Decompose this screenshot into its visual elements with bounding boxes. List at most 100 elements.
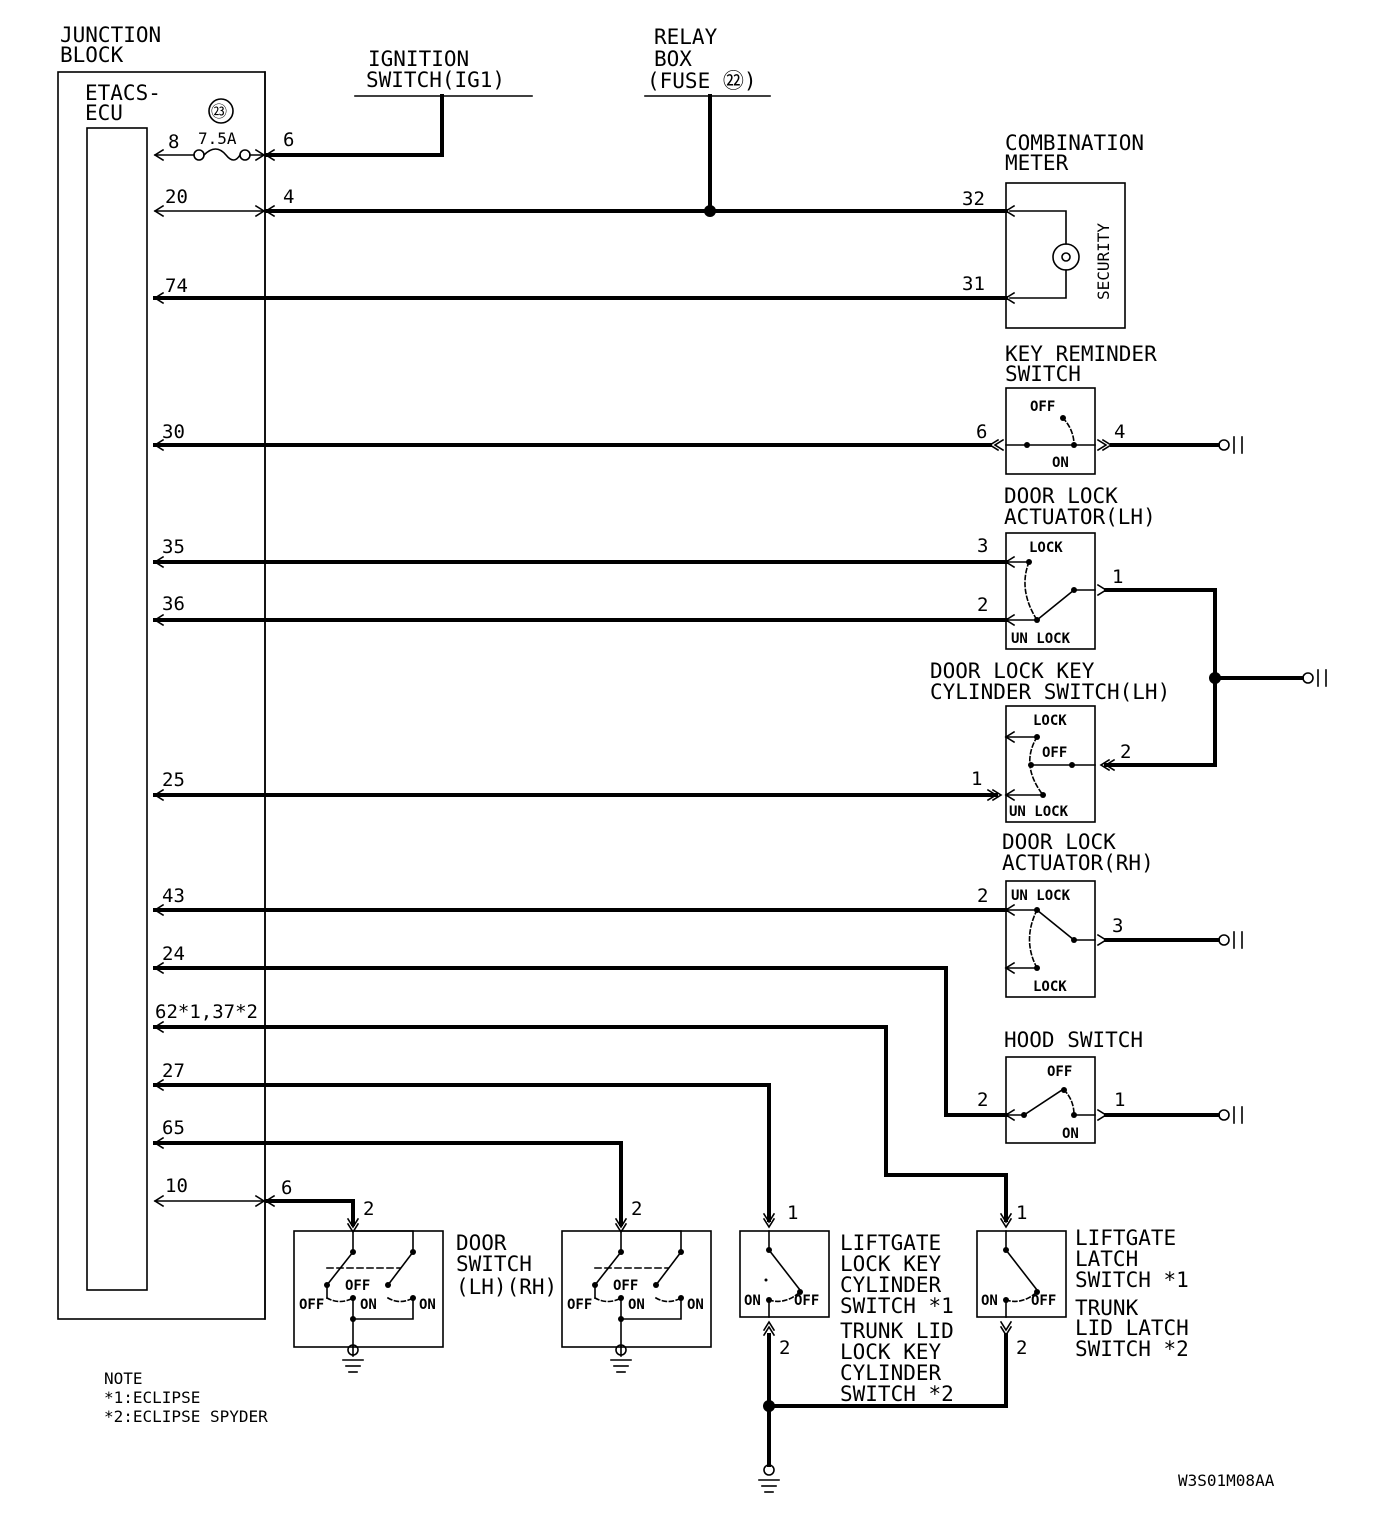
act-lh-pin-3: 3 xyxy=(977,535,988,557)
ignition-label-2: SWITCH(IG1) xyxy=(366,68,505,92)
ecu-pin-36: 36 xyxy=(162,593,185,615)
ecu-pin-27: 27 xyxy=(162,1060,185,1082)
door-sw-lh-on-1: ON xyxy=(360,1297,377,1313)
cyl-lh-lock: LOCK xyxy=(1033,713,1067,729)
door-lock-key-cylinder-lh: DOOR LOCK KEY CYLINDER SWITCH(LH) LOCK O… xyxy=(930,659,1170,823)
act-lh-label-1: DOOR LOCK xyxy=(1004,484,1118,508)
etacs-ecu-body xyxy=(86,127,148,1291)
act-lh-lock: LOCK xyxy=(1029,540,1063,556)
ecu-pin-10: 10 xyxy=(165,1175,188,1197)
cyl-lh-pin-2: 2 xyxy=(1120,741,1131,763)
key-reminder-on: ON xyxy=(1052,455,1069,471)
act-lh-pin-1: 1 xyxy=(1112,566,1123,588)
door-switch-lh: 2 OFF OFF ON ON xyxy=(293,1198,444,1373)
liftgate-key-off: OFF xyxy=(794,1293,819,1309)
fuse-element xyxy=(202,148,242,161)
ecu-pin-24: 24 xyxy=(162,943,185,965)
key-reminder-label-1: KEY REMINDER xyxy=(1005,342,1157,366)
door-sw-rh-on-2: ON xyxy=(687,1297,704,1313)
lkc-label-1: LIFTGATE xyxy=(840,1231,941,1255)
act-rh-unlock: UN LOCK xyxy=(1011,888,1071,904)
hood-pin-1: 1 xyxy=(1114,1089,1125,1111)
combination-meter: COMBINATION METER SECURITY 32 31 xyxy=(962,131,1144,329)
note-title: NOTE xyxy=(104,1369,143,1388)
note: NOTE *1:ECLIPSE *2:ECLIPSE SPYDER xyxy=(104,1369,268,1426)
junction-block-label-1: JUNCTION xyxy=(60,23,161,47)
act-rh-label-2: ACTUATOR(RH) xyxy=(1002,851,1154,875)
liftgate-key-cylinder-label: LIFTGATE LOCK KEY CYLINDER SWITCH *1 TRU… xyxy=(840,1231,954,1406)
door-sw-lh-off-2: OFF xyxy=(345,1278,370,1294)
door-switch-rh: 2 OFF OFF ON ON xyxy=(561,1198,712,1373)
ignition-label-1: IGNITION xyxy=(368,47,469,71)
liftgate-key-pin-2: 2 xyxy=(779,1337,790,1359)
lkc-label-6: LOCK KEY xyxy=(840,1340,942,1364)
relay-label-3: (FUSE ㉒) xyxy=(647,69,757,93)
act-rh-lock: LOCK xyxy=(1033,979,1067,995)
ecu-pin-25: 25 xyxy=(162,769,185,791)
ecu-pin-43: 43 xyxy=(162,885,185,907)
key-reminder-label-2: SWITCH xyxy=(1005,362,1081,386)
jb-pin-6-top: 6 xyxy=(283,129,294,151)
door-sw-lh-off-1: OFF xyxy=(299,1297,324,1313)
liftgate-latch-pin-2: 2 xyxy=(1016,1337,1027,1359)
liftgate-latch-pin-1: 1 xyxy=(1016,1202,1027,1224)
wire-ignition xyxy=(265,94,444,157)
ignition-switch: IGNITION SWITCH(IG1) 6 xyxy=(265,47,533,157)
door-switch-label-2: SWITCH xyxy=(456,1252,532,1276)
ground-icon xyxy=(347,1344,359,1356)
liftgate-latch-switch: 1 ON OFF 2 xyxy=(976,1202,1067,1359)
ecu-pin-30: 30 xyxy=(162,421,185,443)
ground-icon xyxy=(615,1344,627,1356)
note-line-2: *2:ECLIPSE SPYDER xyxy=(104,1407,268,1426)
fuse-number-circle xyxy=(208,98,234,124)
liftgate-key-on: ON xyxy=(744,1293,761,1309)
ground-icon xyxy=(1302,672,1314,684)
lkc-label-7: CYLINDER xyxy=(840,1361,942,1385)
security-lamp-icon xyxy=(1052,243,1080,271)
relay-box: RELAY BOX (FUSE ㉒) xyxy=(644,25,771,217)
ecu-pin-65: 65 xyxy=(162,1117,185,1139)
key-reminder-switch: KEY REMINDER SWITCH OFF ON 6 4 xyxy=(976,342,1243,475)
cyl-lh-label-2: CYLINDER SWITCH(LH) xyxy=(930,680,1170,704)
liftgate-latch-label: LIFTGATE LATCH SWITCH *1 TRUNK LID LATCH… xyxy=(1075,1226,1189,1361)
key-reminder-pin-6: 6 xyxy=(976,421,987,443)
wire-27 xyxy=(153,1083,771,1222)
relay-label-2: BOX xyxy=(654,47,692,71)
ll-label-6: SWITCH *2 xyxy=(1075,1337,1189,1361)
act-lh-pin-2: 2 xyxy=(977,594,988,616)
ecu-pin-20: 20 xyxy=(165,186,188,208)
lkc-label-4: SWITCH *1 xyxy=(840,1294,954,1318)
hood-switch: HOOD SWITCH OFF ON 2 1 xyxy=(977,1028,1243,1144)
ll-label-3: SWITCH *1 xyxy=(1075,1268,1189,1292)
hood-off: OFF xyxy=(1047,1064,1072,1080)
cyl-lh-pin-1: 1 xyxy=(971,768,982,790)
door-sw-lh-pin-2: 2 xyxy=(363,1198,374,1220)
meter-label-1: COMBINATION xyxy=(1005,131,1144,155)
ground-icon xyxy=(1218,439,1230,451)
note-line-1: *1:ECLIPSE xyxy=(104,1388,200,1407)
act-rh-pin-3: 3 xyxy=(1112,915,1123,937)
fuse-23: ㉓ 7.5A 8 xyxy=(153,98,276,162)
door-lock-actuator-rh: DOOR LOCK ACTUATOR(RH) UN LOCK LOCK 2 3 xyxy=(977,830,1243,998)
ll-label-1: LIFTGATE xyxy=(1075,1226,1176,1250)
lkc-label-8: SWITCH *2 xyxy=(840,1382,954,1406)
meter-pin-32: 32 xyxy=(962,188,985,210)
lkc-label-5: TRUNK LID xyxy=(840,1319,954,1343)
meter-label-2: METER xyxy=(1005,151,1069,175)
ll-label-4: TRUNK xyxy=(1075,1296,1139,1320)
meter-outline xyxy=(1005,182,1126,329)
diagram-code: W3S01M08AA xyxy=(1178,1471,1275,1490)
fuse-number: ㉓ xyxy=(211,102,227,121)
ground-icon xyxy=(1218,1109,1230,1121)
relay-label-1: RELAY xyxy=(654,25,718,49)
junction-block: JUNCTION BLOCK ETACS- ECU xyxy=(57,23,266,1320)
wire-24 xyxy=(153,966,1008,1117)
security-label: SECURITY xyxy=(1094,223,1113,300)
key-reminder-off: OFF xyxy=(1030,399,1055,415)
key-reminder-pin-4: 4 xyxy=(1114,421,1125,443)
jb-pin-4: 4 xyxy=(283,186,294,208)
liftgate-latch-on: ON xyxy=(981,1293,998,1309)
cyl-lh-off: OFF xyxy=(1042,745,1067,761)
wire-62-37 xyxy=(153,1025,1008,1222)
wire-65 xyxy=(153,1141,623,1226)
